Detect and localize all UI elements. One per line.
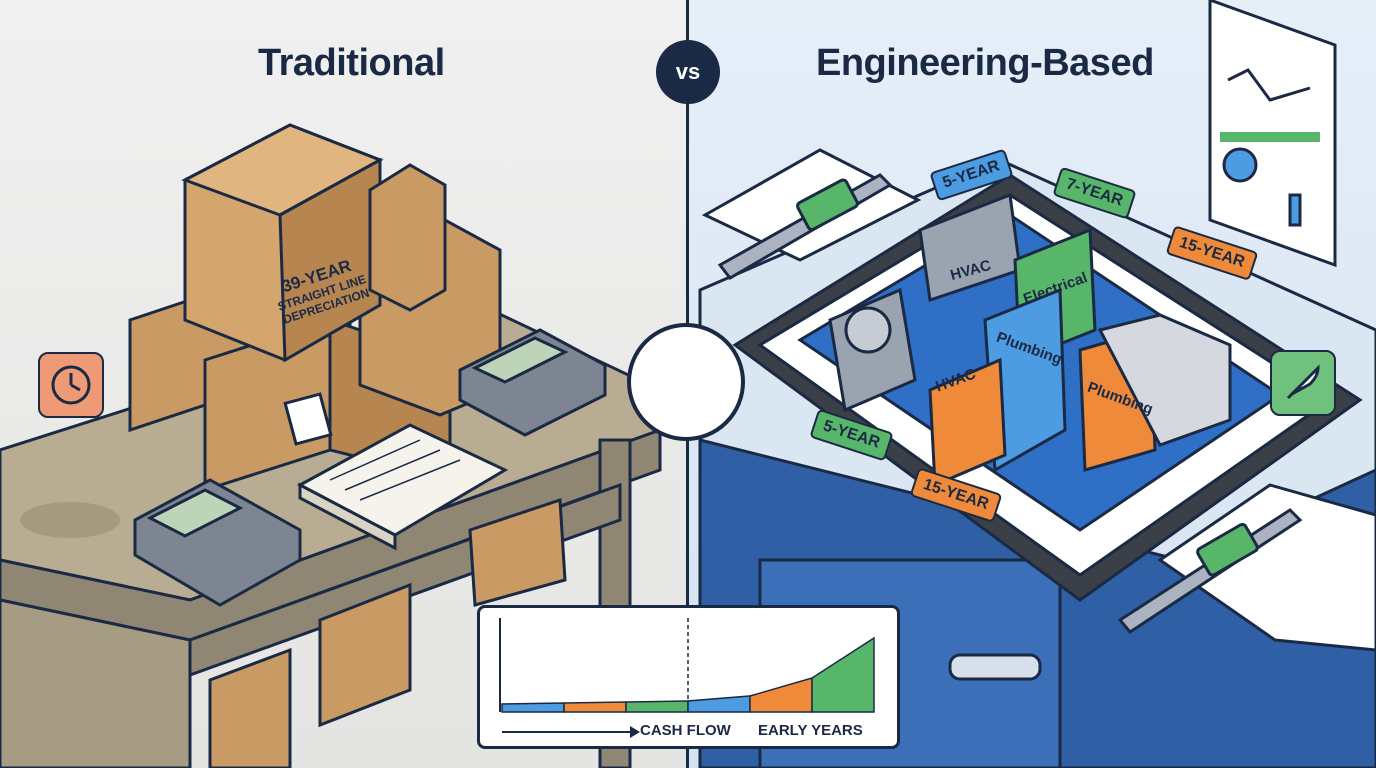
engineering-title: Engineering-Based (816, 42, 1154, 84)
stacked-boxes (128, 123, 502, 493)
vs-badge: vs (656, 40, 720, 104)
calculator-icon (133, 328, 607, 607)
chart-segment-3 (625, 700, 689, 713)
ledger-icon (296, 423, 509, 551)
cash-flow-chart-svg (499, 618, 875, 738)
chart-segment-6 (811, 636, 875, 713)
chart-label-cash-flow: CASH FLOW (640, 722, 731, 739)
chart-segment-2 (563, 701, 627, 713)
caliper-icon (717, 173, 1303, 634)
shelf-boxes (208, 497, 567, 768)
chart-label-early-years: EARLY YEARS (758, 722, 863, 739)
clock-icon (38, 352, 104, 418)
cash-flow-chart: CASH FLOW EARLY YEARS (477, 605, 900, 749)
chart-segments (501, 636, 875, 713)
traditional-title: Traditional (258, 42, 445, 84)
chart-segment-4 (687, 695, 751, 713)
chart-segment-1 (501, 702, 565, 713)
chart-arrow-head (630, 726, 640, 738)
scale-badge (627, 323, 745, 441)
chart-segment-5 (749, 677, 813, 713)
blueprint-icon (732, 173, 1363, 602)
rocket-icon (1270, 350, 1336, 416)
